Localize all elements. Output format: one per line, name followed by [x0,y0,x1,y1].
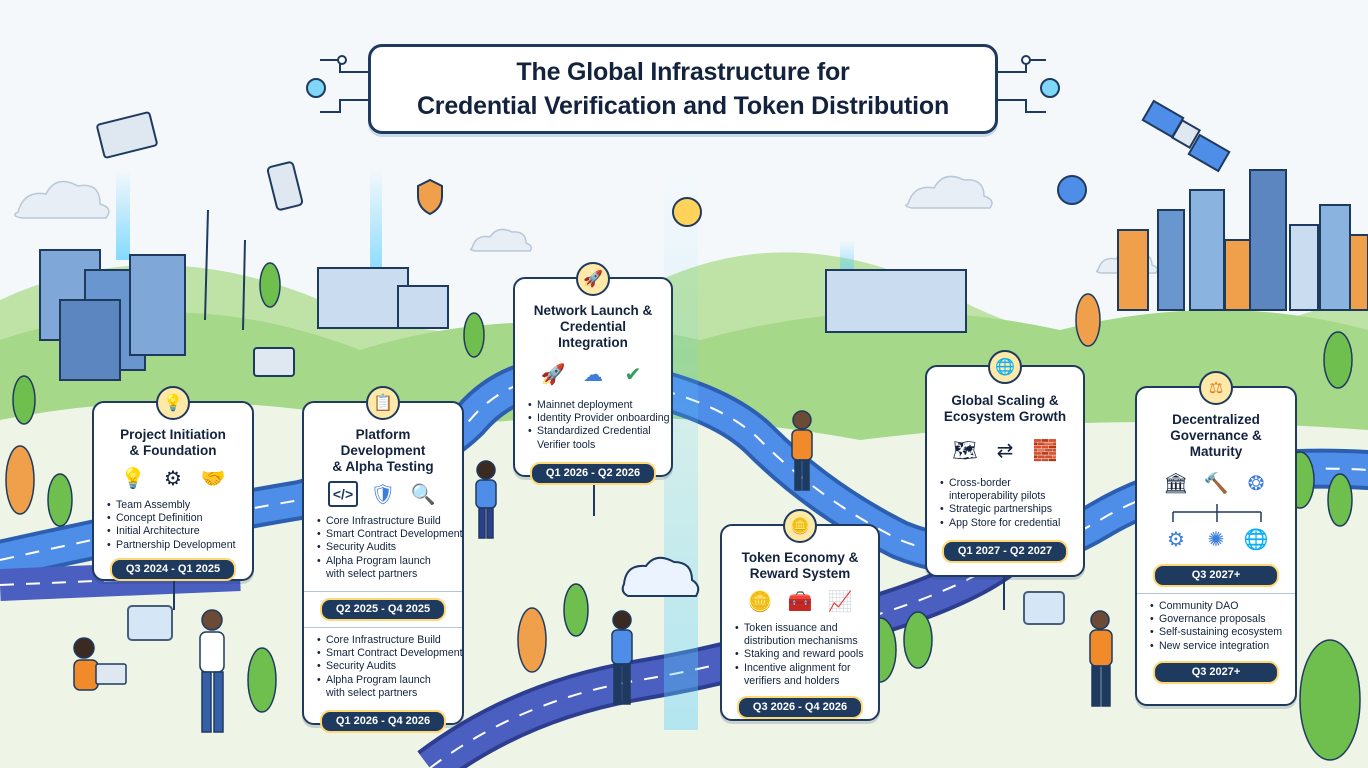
title-banner: The Global Infrastructure for Credential… [368,44,998,134]
verified-badge-icon: ✔ [624,364,642,386]
growth-chart-icon: 📈 [827,591,853,613]
list-item: Concept Definition [107,512,242,525]
list-item-continuation: distribution mechanisms [744,635,858,648]
list-item: Mainnet deployment [528,399,661,412]
date-badge: Q3 2024 - Q1 2025 [110,557,236,581]
list-item: Identity Provider onboarding [528,412,670,425]
divider [304,627,462,629]
shield-check-icon: 🛡 [370,484,396,506]
list-item: Partnership Development [107,539,242,552]
list-item-continuation: with select partners [326,567,418,580]
rocket-icon: 🚀 [576,262,610,296]
list-item: Security Audits [317,541,452,554]
divider [304,591,462,593]
phase-title: Project Initiation& Foundation [120,427,226,458]
phase-icons: 💡 ⚙ 🤝 [104,465,242,493]
date-badge: Q3 2027+ [1153,660,1279,684]
globe-network-icon: 🌐 [1243,529,1269,551]
list-item: Governance proposals [1150,613,1285,626]
rocket-icon: 🚀 [540,364,566,386]
phase-card-network-launch: 🚀 Network Launch &Credential Integration… [513,262,673,485]
list-item: New service integration [1150,640,1285,653]
phase-card-token-economy: 🪙 Token Economy &Reward System 🪙 🧰 📈 Tok… [720,509,880,721]
phase-card-global-scaling: 🌐 Global Scaling &Ecosystem Growth 🗺 ⇄ 🧱… [925,350,1085,577]
code-icon: </> [328,481,358,507]
phase-card-project-initiation: 💡 Project Initiation& Foundation 💡 ⚙ 🤝 T… [92,386,254,581]
coins-icon: 🪙 [783,509,817,543]
divider [1137,593,1295,594]
clipboard-icon: 📋 [366,386,400,420]
list-item: Strategic partnerships [940,503,1073,516]
phase-title: Token Economy &Reward System [741,550,859,581]
globe-icon: 🌐 [988,350,1022,384]
phase-icons: </> 🛡 🔍 [314,481,452,509]
list-item-continuation: Verifier tools [537,438,596,451]
list-item-continuation: verifiers and holders [744,674,840,687]
list-item: Core Infrastructure Build [317,515,452,528]
list-item: App Store for credential [940,517,1073,530]
magnifier-icon: 🔍 [410,484,436,506]
list-item: Team Assembly [107,499,242,512]
phase-items: Cross-border interoperability pilots Str… [937,477,1073,530]
phase-icons: 🚀 ☁ ✔ [525,361,661,389]
title-line-2: Credential Verification and Token Distri… [416,92,950,120]
gear-people-icon: ⚙ [1167,529,1185,551]
hub-icon: ✺ [1207,529,1225,551]
title-line-1: The Global Infrastructure for [516,58,850,86]
blocks-icon: 🧱 [1032,440,1058,462]
list-item: Staking and reward pools [735,648,868,661]
scales-icon: ⚖ [1199,371,1233,405]
phase-items: Mainnet deployment Identity Provider onb… [525,399,670,452]
phase-icons: 🪙 🧰 📈 [732,588,868,616]
list-item: Smart Contract Development [317,528,463,541]
date-badge: Q1 2026 - Q2 2026 [530,461,656,485]
list-item: Standardized Credential [528,425,661,438]
phase-icons-second: ⚙ ✺ 🌐 [1147,526,1285,554]
date-badge: Q3 2026 - Q4 2026 [737,696,863,720]
network-icon: ❂ [1247,473,1265,495]
cloud-database-icon: ☁ [583,364,603,386]
hierarchy-connector [1172,504,1262,522]
treasure-chest-icon: 🧰 [787,591,813,613]
date-badge: Q1 2027 - Q2 2027 [942,539,1068,563]
date-badge: Q2 2025 - Q4 2025 [320,598,446,622]
phase-title: Global Scaling &Ecosystem Growth [943,393,1067,424]
list-item: Alpha Program launch [317,674,452,687]
list-item: Initial Architecture [107,525,242,538]
gavel-icon: 🔨 [1203,473,1229,495]
list-item-continuation: interoperability pilots [949,490,1046,503]
lightbulb-icon: 💡 [120,468,146,490]
lightbulb-icon: 💡 [156,386,190,420]
phase-title: Platform Development& Alpha Testing [332,427,434,474]
list-item: Self-sustaining ecosystem [1150,626,1285,639]
list-item: Token issuance and [735,622,868,635]
gears-icon: ⚙ [164,468,182,490]
phase-icons: 🗺 ⇄ 🧱 [937,437,1073,465]
list-item: Cross-border [940,477,1073,490]
phase-icons: 🏛 🔨 ❂ [1147,470,1285,498]
phase-title: Network Launch &Credential Integration [533,303,653,350]
list-item: Community DAO [1150,600,1285,613]
coin-stack-icon: 🪙 [747,591,773,613]
list-item: Incentive alignment for [735,662,868,675]
handshake-icon: 🤝 [200,468,226,490]
phase-items-second: Core Infrastructure Build Smart Contract… [314,634,463,700]
list-item: Security Audits [317,660,452,673]
date-badge: Q1 2026 - Q4 2026 [320,710,446,734]
phase-items: Core Infrastructure Build Smart Contract… [314,515,463,581]
list-item: Core Infrastructure Build [317,634,452,647]
list-item: Alpha Program launch [317,555,452,568]
phase-card-platform-development: 📋 Platform Development& Alpha Testing </… [302,386,464,734]
podium-icon: 🏛 [1163,473,1189,495]
phase-items: Team Assembly Concept Definition Initial… [104,499,242,552]
arrows-icon: ⇄ [996,440,1014,462]
world-map-icon: 🗺 [952,440,978,462]
date-badge: Q3 2027+ [1153,564,1279,587]
phase-items: Token issuance and distribution mechanis… [732,622,868,688]
phase-items: Community DAO Governance proposals Self-… [1147,600,1285,653]
list-item: Smart Contract Development [317,647,463,660]
list-item-continuation: with select partners [326,686,418,699]
